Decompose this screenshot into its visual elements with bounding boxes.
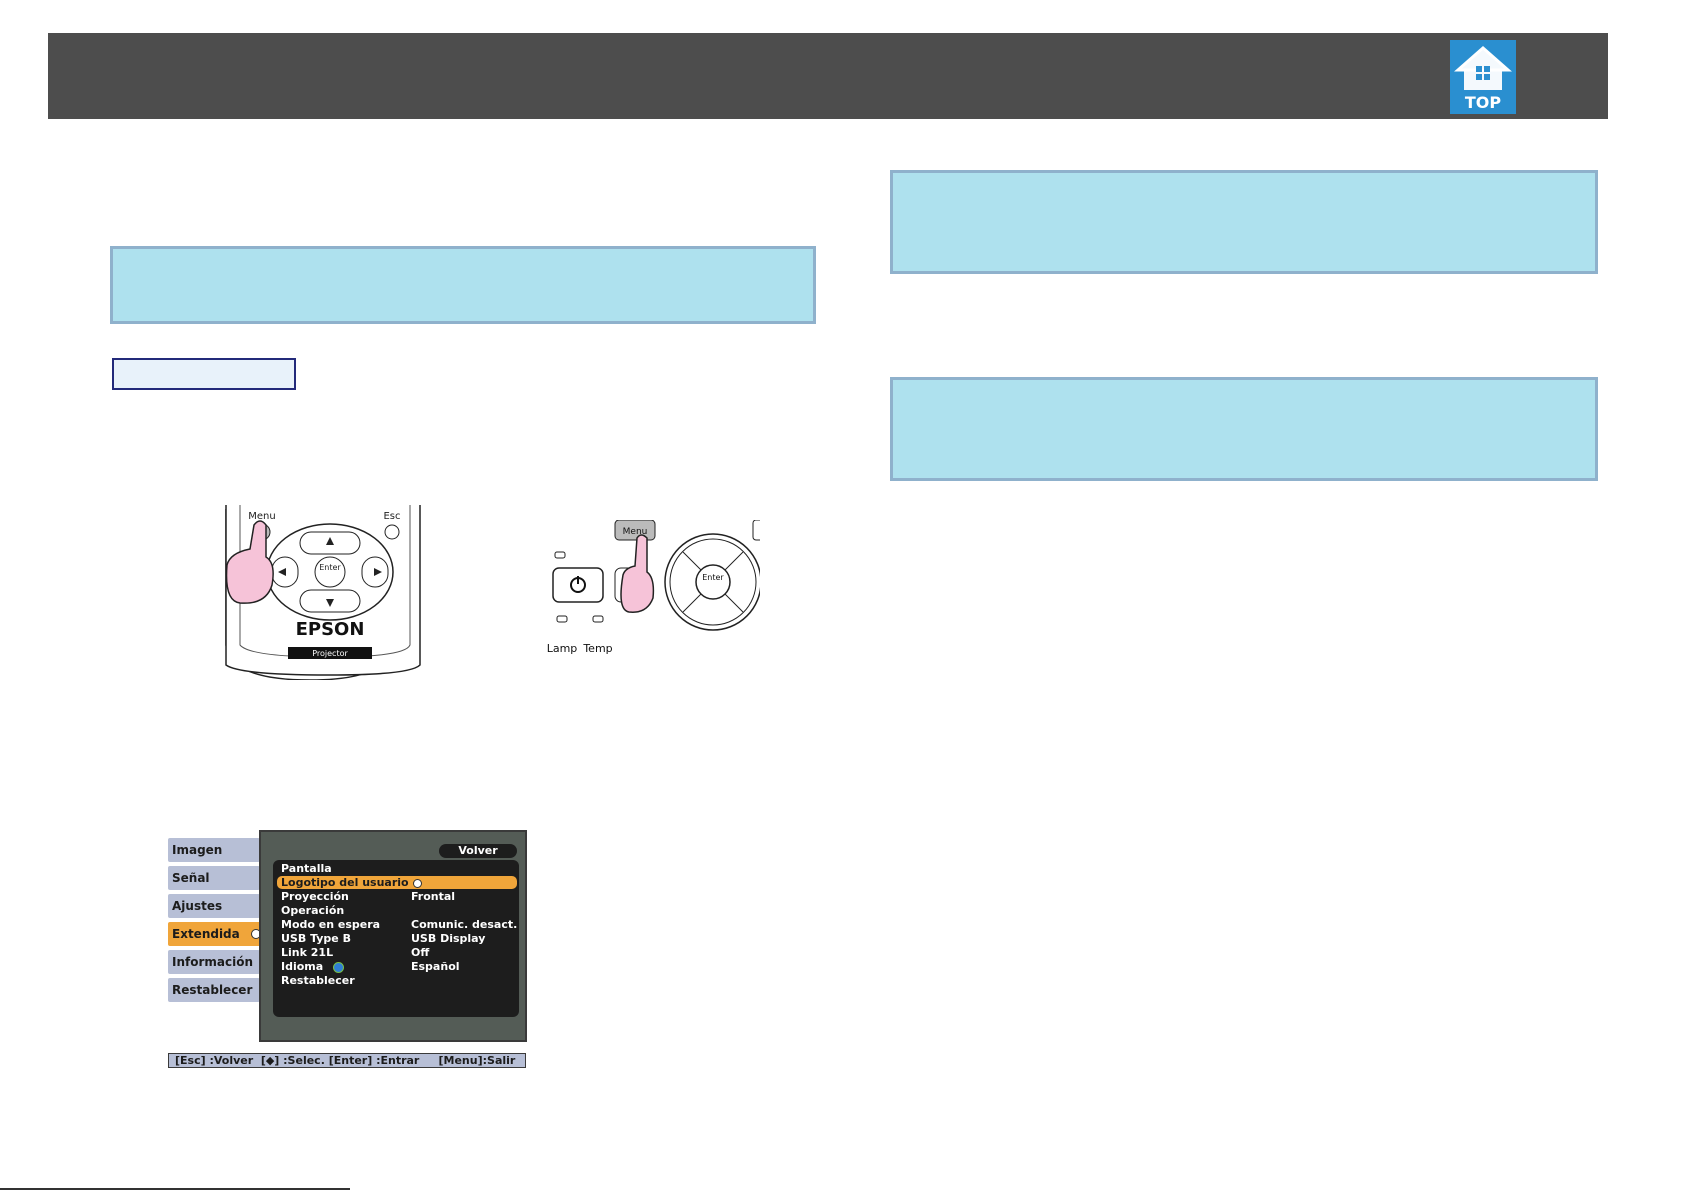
- remote-enter-label: Enter: [319, 563, 341, 572]
- osd-tab-extendida[interactable]: Extendida: [168, 922, 266, 946]
- osd-tab-senal[interactable]: Señal: [168, 866, 260, 890]
- page-bottom-rule: [0, 1188, 350, 1190]
- remote-menu-label: Menu: [248, 511, 275, 522]
- osd-tab-restablecer[interactable]: Restablecer: [168, 978, 260, 1002]
- osd-tab-ajustes[interactable]: Ajustes: [168, 894, 260, 918]
- osd-tab-extendida-label: Extendida: [172, 927, 240, 941]
- note-box-1: [110, 246, 816, 324]
- control-panel-illustration: Menu Enter Lamp Temp: [535, 519, 764, 660]
- remote-model-plate: Projector: [312, 649, 348, 658]
- remote-brand: EPSON: [296, 619, 365, 640]
- header-bar: [48, 33, 1608, 119]
- panel-lamp-label: Lamp: [547, 642, 578, 655]
- home-icon: [1454, 46, 1512, 90]
- osd-tab-imagen[interactable]: Imagen: [168, 838, 260, 862]
- remote-control-illustration: Enter Menu Esc EPSON Projector: [210, 505, 440, 681]
- osd-tab-informacion[interactable]: Información: [168, 950, 260, 974]
- globe-icon: [333, 961, 345, 973]
- panel-temp-label: Temp: [582, 642, 612, 655]
- top-label: TOP: [1464, 93, 1502, 112]
- note-box-3: [890, 377, 1598, 481]
- note-box-2: [890, 170, 1598, 274]
- enter-icon: [412, 878, 422, 888]
- top-link[interactable]: TOP: [1450, 40, 1516, 114]
- osd-item-list: Pantalla Logotipo del usuario Proyección…: [273, 860, 519, 1017]
- osd-row-restablecer[interactable]: Restablecer: [281, 974, 355, 987]
- osd-back-button[interactable]: Volver: [439, 844, 517, 858]
- procedure-label-box: [112, 358, 296, 390]
- panel-enter-label: Enter: [702, 573, 724, 582]
- osd-row-operacion[interactable]: Operación: [281, 904, 345, 917]
- remote-esc-label: Esc: [383, 511, 400, 522]
- osd-footer-hints: [Esc] :Volver [◆] :Selec. [Enter] :Entra…: [168, 1053, 526, 1068]
- panel-menu-label: Menu: [623, 527, 648, 537]
- osd-menu-panel: Volver Pantalla Logotipo del usuario Pro…: [259, 830, 527, 1042]
- osd-row-pantalla[interactable]: Pantalla: [281, 862, 332, 875]
- osd-row-logotipo[interactable]: Logotipo del usuario: [277, 876, 517, 889]
